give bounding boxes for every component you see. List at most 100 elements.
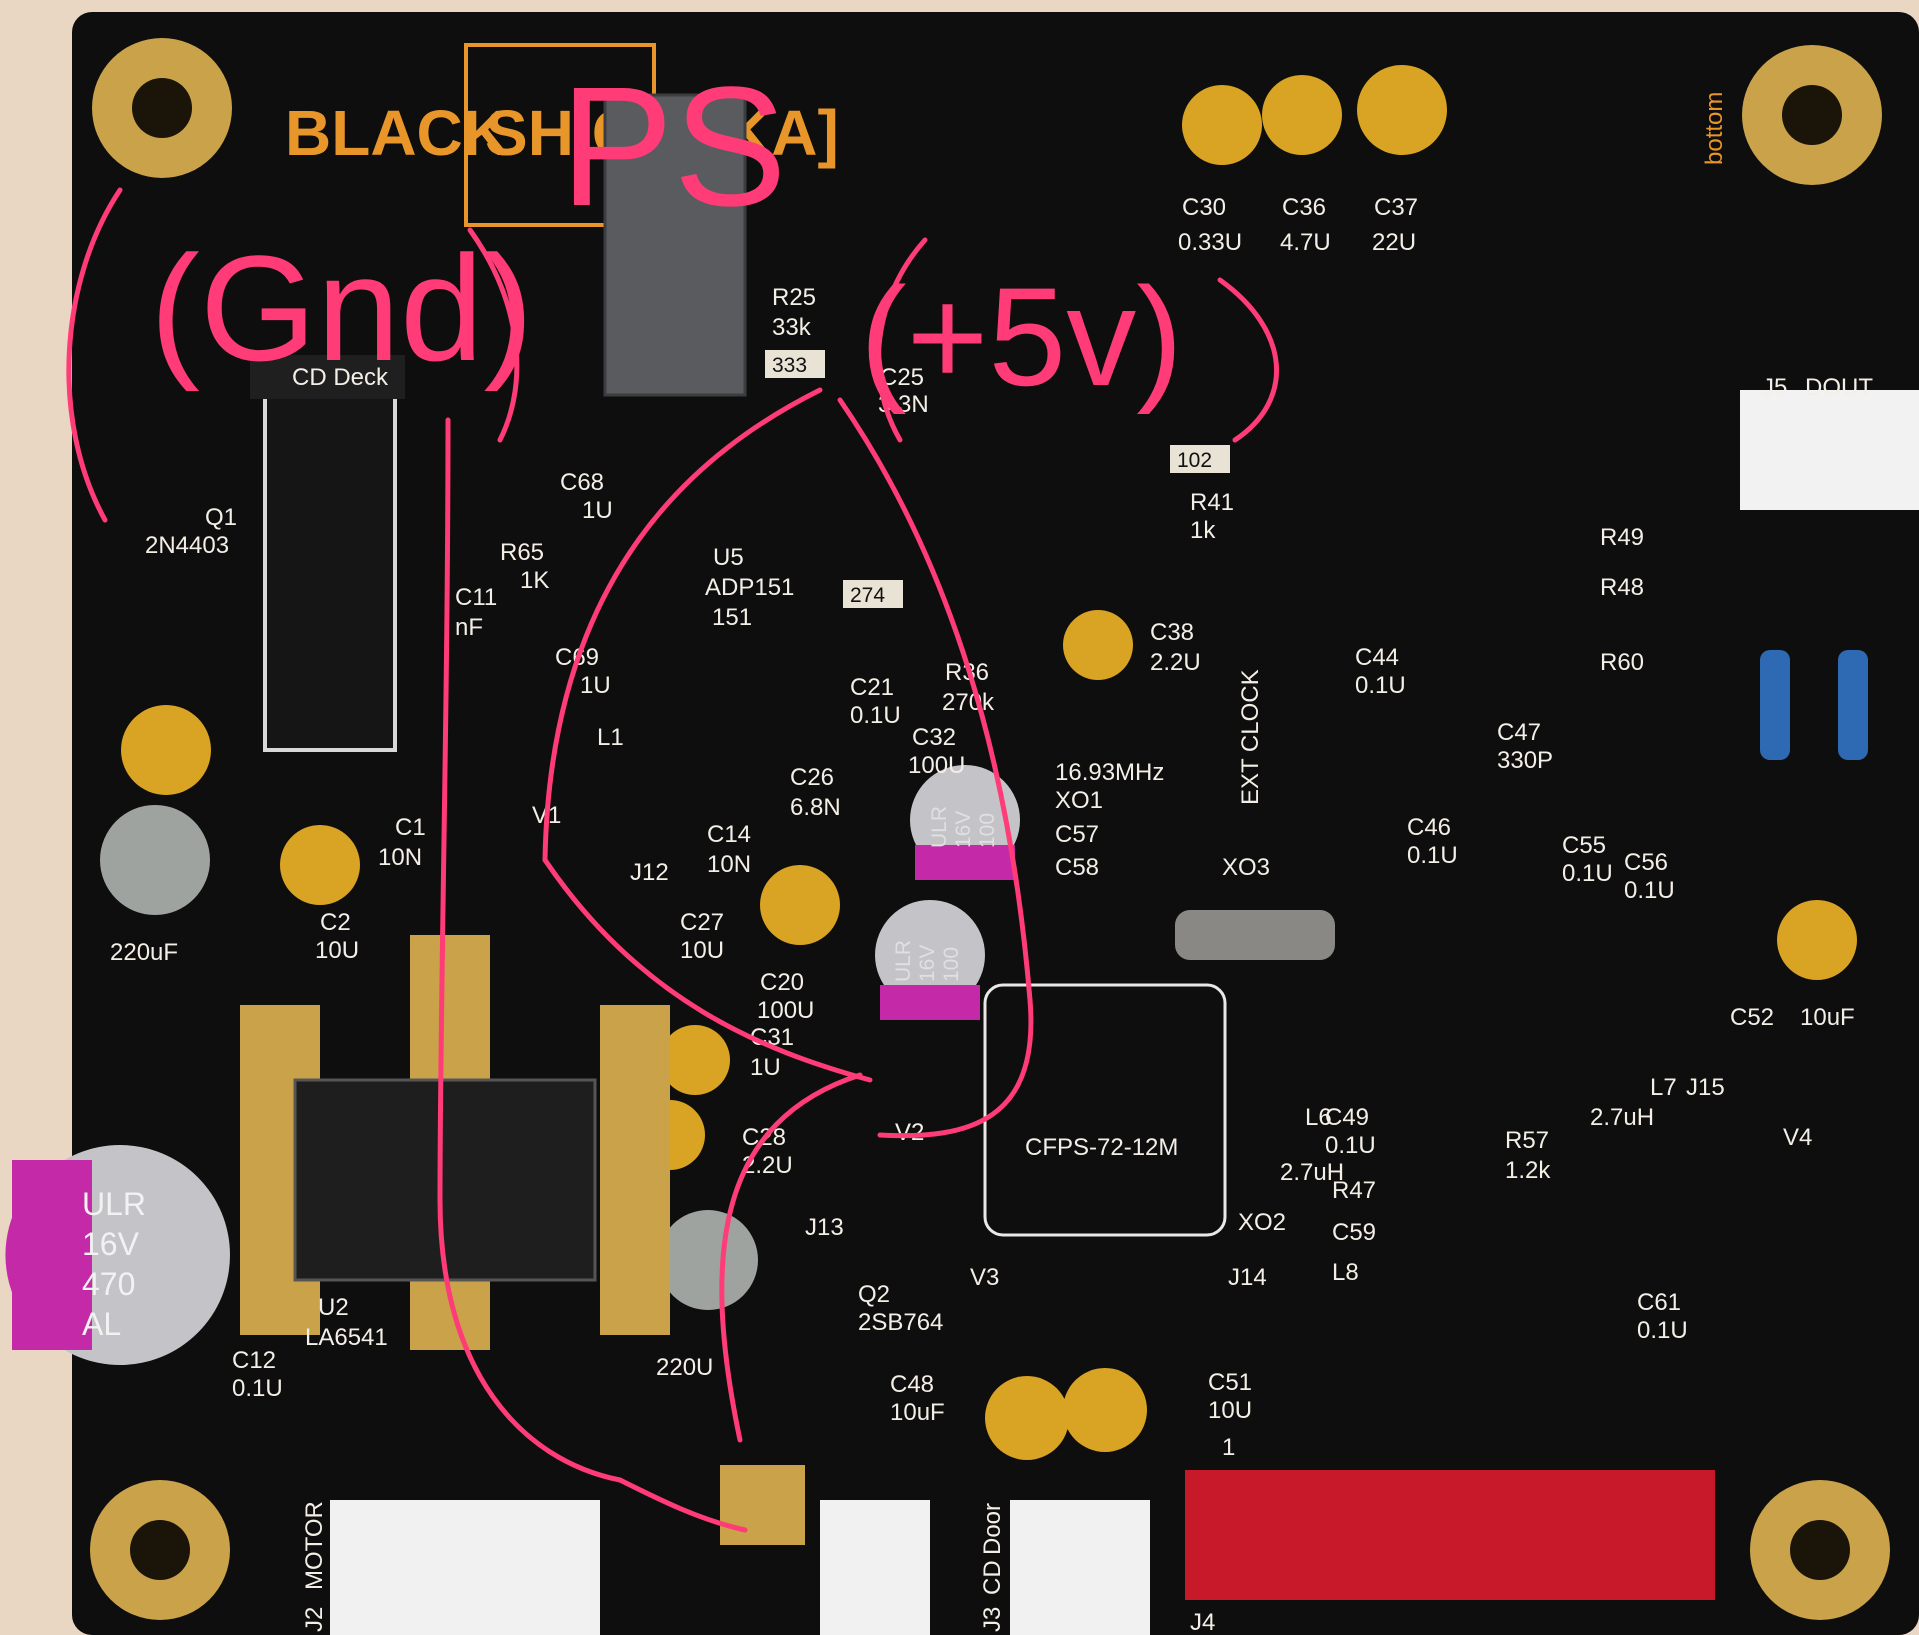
label-c37v: 22U — [1372, 229, 1416, 256]
label-u2: U2 — [318, 1294, 349, 1321]
r36-code: 274 — [850, 584, 885, 607]
label-l7v: 2.7uH — [1590, 1104, 1654, 1131]
cap-mark-c20-0: ULR — [892, 940, 915, 982]
heatsink-right — [600, 1005, 670, 1335]
label-c59: C59 — [1332, 1219, 1376, 1246]
label-c55v: 0.1U — [1562, 860, 1613, 887]
ink-gnd-label: (Gnd) — [150, 224, 533, 392]
label-l6v: 2.7uH — [1280, 1159, 1344, 1186]
label-c57: C57 — [1055, 821, 1099, 848]
label-c61v: 0.1U — [1637, 1317, 1688, 1344]
label-freq: 16.93MHz — [1055, 759, 1164, 786]
door-connector — [1010, 1500, 1150, 1635]
label-q2v: 2SB764 — [858, 1309, 943, 1336]
side-label: bottom — [1701, 92, 1728, 165]
label-j4: J4 — [1190, 1609, 1215, 1635]
label-c68v: 1U — [582, 497, 613, 524]
label-c11v: nF — [455, 614, 483, 641]
ink-paren-right-5v — [1217, 277, 1279, 443]
mounting-holes — [90, 38, 1890, 1620]
label-c1v: 10N — [378, 844, 422, 871]
r25-body — [765, 350, 825, 378]
label-j14: J14 — [1228, 1264, 1267, 1291]
big-cap-line4: AL — [82, 1306, 121, 1342]
ink-paren-left-5v — [875, 237, 928, 443]
label-c38: C38 — [1150, 619, 1194, 646]
big-cap-line3: 470 — [82, 1266, 135, 1302]
label-r48: R48 — [1600, 574, 1644, 601]
cap-mark-c32-2: 100 — [976, 813, 999, 848]
ink-trace-5v-down — [542, 387, 823, 863]
ink-trace-gnd-end — [617, 1477, 748, 1533]
label-q1v: 2N4403 — [145, 532, 229, 559]
label-c56v: 0.1U — [1624, 877, 1675, 904]
label-c27v: 10U — [680, 937, 724, 964]
label-r65v: 1K — [520, 567, 549, 594]
label-c58: C58 — [1055, 854, 1099, 881]
label-u2v: LA6541 — [305, 1324, 388, 1351]
label-c44: C44 — [1355, 644, 1399, 671]
label-c14: C14 — [707, 821, 751, 848]
label-c68: C68 — [560, 469, 604, 496]
label-c49v: 0.1U — [1325, 1132, 1376, 1159]
label-motor: MOTOR — [301, 1501, 328, 1590]
label-door: Door — [979, 1503, 1006, 1555]
ink-ps-label: PS — [560, 52, 787, 242]
label-q1: Q1 — [205, 504, 237, 531]
label-r25: R25 — [772, 284, 816, 311]
label-c32: C32 — [912, 724, 956, 751]
ink-paren-left-gnd — [66, 187, 123, 523]
label-v4: V4 — [1783, 1124, 1812, 1151]
cap-mark-c32-1: 16V — [952, 811, 975, 848]
purple-caps — [875, 765, 1020, 1020]
label-c20: C20 — [760, 969, 804, 996]
label-c12v: 0.1U — [232, 1375, 283, 1402]
ink-annotations: (Gnd) PS (+5v) — [66, 52, 1279, 1533]
label-c36v: 4.7U — [1280, 229, 1331, 256]
ink-trace-5v-join — [542, 857, 873, 1083]
label-c20v: 100U — [757, 997, 814, 1024]
cd-deck-connector — [263, 388, 397, 752]
misc-caps — [100, 610, 1857, 1460]
dout-connector — [1740, 390, 1919, 510]
label-l1: L1 — [597, 724, 624, 751]
crystal-xo3 — [1175, 910, 1335, 960]
label-c32v: 100U — [908, 752, 965, 779]
ribbon-connector-j4 — [1185, 1470, 1715, 1600]
ink-paren-right-gnd — [467, 227, 520, 443]
r25-code: 333 — [772, 354, 807, 377]
label-c2: C2 — [320, 909, 351, 936]
label-u5: U5 — [713, 544, 744, 571]
label-r60: R60 — [1600, 649, 1644, 676]
label-l8: L8 — [1332, 1259, 1359, 1286]
label-r65: R65 — [500, 539, 544, 566]
relay-block — [603, 93, 747, 397]
label-r41: R41 — [1190, 489, 1234, 516]
label-c46: C46 — [1407, 814, 1451, 841]
power-pads — [720, 1465, 805, 1545]
label-l6: L6 — [1305, 1104, 1332, 1131]
label-r57: R57 — [1505, 1127, 1549, 1154]
label-xo1: XO1 — [1055, 787, 1103, 814]
label-c31v: 1U — [750, 1054, 781, 1081]
label-c47: C47 — [1497, 719, 1541, 746]
label-j13: J13 — [805, 1214, 844, 1241]
cap-mark-c20-2: 100 — [940, 947, 963, 982]
label-c14v: 10N — [707, 851, 751, 878]
label-c30: C30 — [1182, 194, 1226, 221]
label-r25v: 33k — [772, 314, 812, 341]
cap-mark-c32-0: ULR — [928, 806, 951, 848]
label-c27: C27 — [680, 909, 724, 936]
cap-mark-c20-1: 16V — [916, 945, 939, 982]
label-c220: 220U — [656, 1354, 713, 1381]
r36-body — [843, 580, 903, 608]
label-c49: C49 — [1325, 1104, 1369, 1131]
ink-trace-5v-right — [837, 397, 1034, 1139]
label-c55: C55 — [1562, 832, 1606, 859]
ink-trace-ps — [719, 1072, 863, 1443]
ink-5v-label: (+5v) — [860, 258, 1183, 415]
label-c21: C21 — [850, 674, 894, 701]
label-c52v: 10uF — [1800, 1004, 1855, 1031]
label-dout: DOUT — [1805, 374, 1873, 401]
label-j2: J2 — [301, 1607, 328, 1632]
